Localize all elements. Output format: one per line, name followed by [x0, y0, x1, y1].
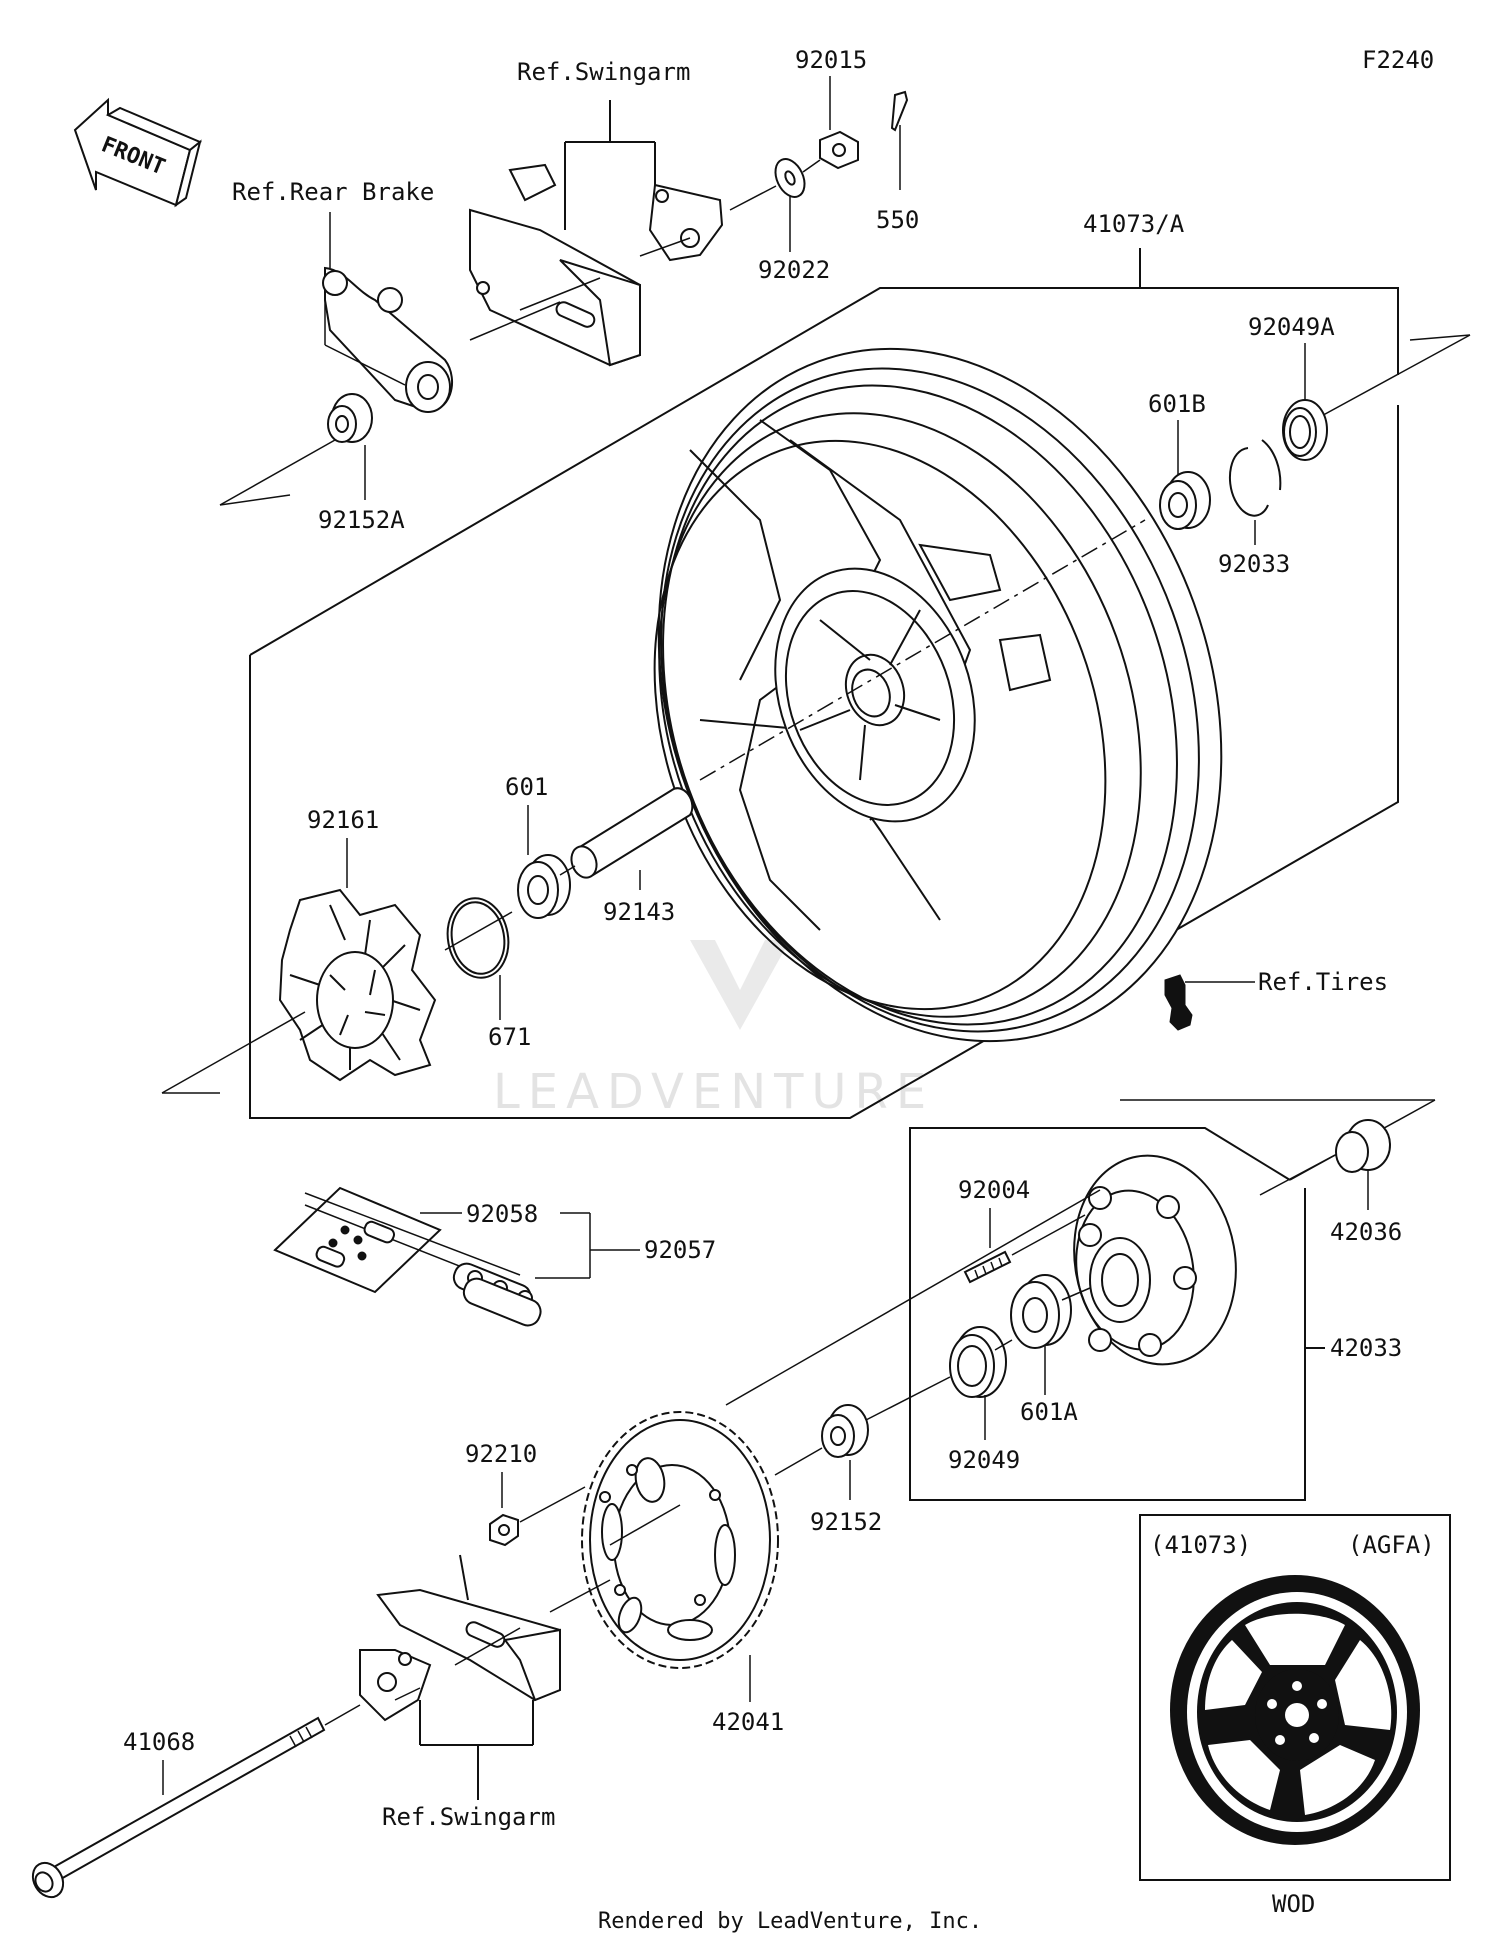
spacer-92152a: [327, 393, 373, 443]
axle-41068: [31, 1716, 326, 1899]
part-label-92049a: 92049A: [1248, 313, 1335, 341]
hub-assembly-outline: [909, 1127, 1325, 1501]
sleeve-92143: [570, 787, 694, 879]
ref-swingarm-bottom-label: Ref.Swingarm: [382, 1803, 555, 1831]
black-wheel-icon: [1170, 1575, 1420, 1845]
part-label-92022: 92022: [758, 256, 830, 284]
footer-credit: Rendered by LeadVenture, Inc.: [598, 1909, 982, 1934]
spacer-92152: [821, 1404, 869, 1458]
part-label-42033: 42033: [1330, 1334, 1402, 1362]
bearing-601: [517, 854, 571, 919]
nut-92210: [489, 1513, 519, 1547]
inset-right-label: (AGFA): [1348, 1531, 1435, 1559]
bracket-92057: [535, 1212, 640, 1279]
wheel-assembly-outline: [249, 248, 1399, 1119]
part-label-601b: 601B: [1148, 390, 1206, 418]
part-label-92049: 92049: [948, 1446, 1020, 1474]
part-label-92004: 92004: [958, 1176, 1030, 1204]
chain-adjuster-top: [648, 183, 724, 262]
part-label-92152: 92152: [810, 1508, 882, 1536]
diagram-code: F2240: [1362, 46, 1434, 74]
part-label-601a: 601A: [1020, 1398, 1078, 1426]
collar-42036: [1335, 1119, 1391, 1173]
ref-swingarm-bottom-bracket: [419, 1700, 533, 1800]
watermark-text: LEADVENTURE: [493, 1064, 934, 1120]
part-label-42036: 42036: [1330, 1218, 1402, 1246]
part-label-92058: 92058: [466, 1200, 538, 1228]
nut-92015: [819, 130, 859, 170]
ref-tires-label: Ref.Tires: [1258, 968, 1388, 996]
sprocket-42041: [581, 1411, 779, 1669]
part-label-92015: 92015: [795, 46, 867, 74]
part-label-41073a: 41073/A: [1083, 210, 1185, 238]
part-label-92210: 92210: [465, 1440, 537, 1468]
part-label-92161: 92161: [307, 806, 379, 834]
part-label-550: 550: [876, 206, 919, 234]
chain-92057: [273, 1186, 542, 1327]
part-label-92143: 92143: [603, 898, 675, 926]
swingarm-block-bottom: [376, 1554, 561, 1745]
part-label-41068: 41068: [123, 1728, 195, 1756]
inset-left-label: (41073): [1150, 1531, 1251, 1559]
seal-92049: [949, 1326, 1007, 1398]
inset-bottom-label: WOD: [1272, 1890, 1315, 1918]
swingarm-block-top: [469, 163, 641, 367]
damper-92161: [278, 888, 437, 1082]
bearing-601a: [1010, 1274, 1072, 1349]
part-label-92057: 92057: [644, 1236, 716, 1264]
ref-rear-brake-label: Ref.Rear Brake: [232, 178, 434, 206]
ref-swingarm-top-bracket: [564, 100, 656, 230]
ref-swingarm-top-label: Ref.Swingarm: [517, 58, 690, 86]
master-link-92058: [315, 1220, 396, 1268]
part-label-601: 601: [505, 773, 548, 801]
chain-segment: [452, 1262, 542, 1327]
seal-92049a: [1282, 399, 1328, 461]
tire-valve-icon: [1164, 974, 1193, 1031]
rear-brake-bracket: [322, 266, 454, 413]
chain-adjuster-bottom: [359, 1649, 432, 1722]
rear-wheel: [653, 347, 1223, 1043]
circlip-92033: [1228, 439, 1282, 517]
part-label-92033: 92033: [1218, 550, 1290, 578]
stud-92004: [963, 1250, 1012, 1284]
sprocket-hub-42033: [1073, 1154, 1237, 1366]
o-ring-671: [446, 897, 510, 979]
cotter-pin-550: [890, 90, 909, 190]
part-label-92152a: 92152A: [318, 506, 405, 534]
washer-92022: [774, 158, 806, 198]
part-label-42041: 42041: [712, 1708, 784, 1736]
wheel-variant-inset: (41073) (AGFA) WOD: [1139, 1514, 1451, 1918]
front-arrow-icon: FRONT: [73, 97, 202, 208]
part-label-671: 671: [488, 1023, 531, 1051]
bearing-601b: [1159, 471, 1211, 530]
